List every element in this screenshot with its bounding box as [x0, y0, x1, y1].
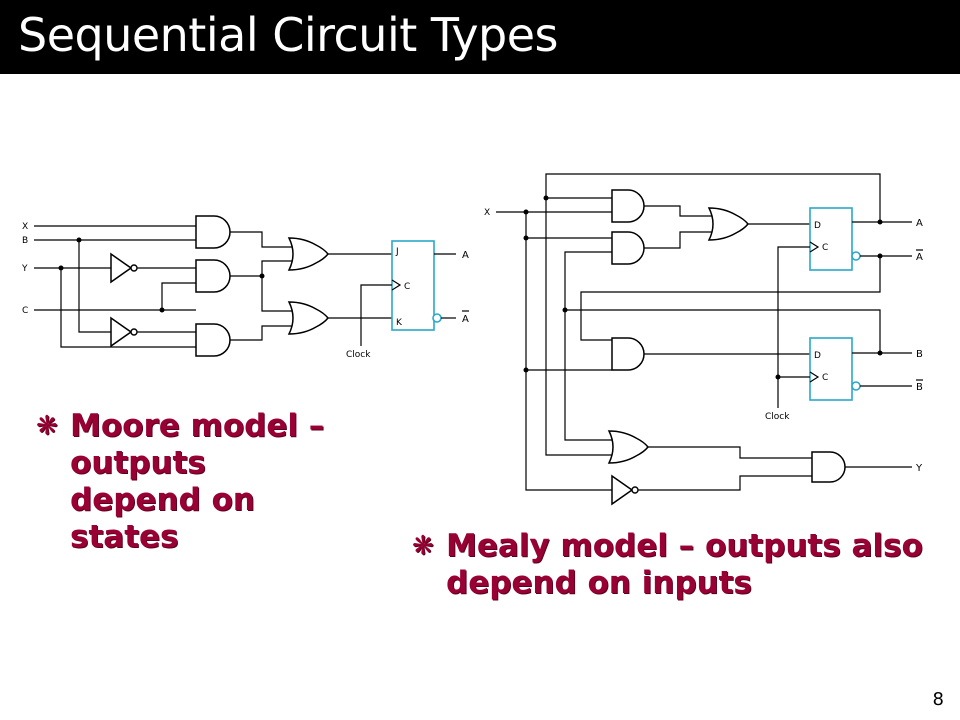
- mealy-wire-x-to-inv: [525, 370, 612, 491]
- moore-input-y: Y: [21, 264, 28, 274]
- mealy-bullet: ❋ Mealy model – outputs also depend on i…: [412, 528, 932, 602]
- mealy-junction: [877, 253, 883, 259]
- inverter-bubble: [130, 264, 138, 272]
- mealy-output-bbar: B: [916, 382, 923, 393]
- moore-inverter: [110, 316, 133, 348]
- d-flip-flop-a: [809, 207, 853, 271]
- page-number: 8: [932, 689, 944, 710]
- moore-wire-c-branch: [161, 282, 196, 310]
- moore-input-b: B: [22, 236, 28, 246]
- ff-pin-j: J: [395, 247, 399, 257]
- title-bar: Sequential Circuit Types: [0, 0, 960, 74]
- mealy-wire: [644, 231, 712, 249]
- mealy-wire-x-branch: [525, 212, 612, 371]
- moore-junction: [159, 307, 165, 313]
- mealy-and-gate: [611, 337, 645, 371]
- mealy-wire: [644, 205, 712, 217]
- mealy-circuit: D C D C Clock X A A B B Y: [484, 173, 923, 506]
- mealy-input-x: X: [484, 208, 490, 218]
- moore-and-gate: [195, 323, 231, 357]
- mealy-wire: [648, 446, 812, 459]
- moore-bullet-text: Moore model – outputs depend on states: [70, 408, 325, 555]
- clock-triangle: [391, 279, 402, 291]
- mealy-bullet-text: Mealy model – outputs also depend on inp…: [446, 528, 923, 601]
- ffa-pin-c: C: [822, 243, 828, 253]
- moore-or-gate: [287, 301, 329, 335]
- moore-wire-y-branch: [60, 268, 196, 348]
- mealy-wire-a-feedback: [545, 173, 881, 456]
- mealy-or-gate: [707, 207, 749, 241]
- mealy-junction: [562, 307, 568, 313]
- mealy-and-gate: [611, 189, 645, 223]
- mealy-wire: [638, 475, 812, 491]
- moore-junction: [58, 265, 64, 271]
- mealy-wire-b-and2: [564, 251, 612, 310]
- moore-and-gate: [195, 259, 231, 293]
- mealy-output-abar: A: [916, 252, 923, 263]
- moore-bullet: ❋ Moore model – outputs depend on states: [36, 408, 346, 556]
- inverter-bubble: [631, 486, 639, 494]
- mealy-and-gate: [611, 231, 645, 265]
- moore-junction: [259, 273, 265, 279]
- moore-and-gate: [195, 215, 231, 249]
- ff-output-bubble: [851, 251, 861, 261]
- clock-triangle: [809, 371, 820, 383]
- inverter-bubble: [130, 328, 138, 336]
- mealy-junction: [775, 374, 781, 380]
- ff-pin-k: K: [396, 318, 403, 328]
- ff-output-bubble: [851, 381, 861, 391]
- bullet-icon: ❋: [36, 411, 58, 441]
- moore-wire: [261, 276, 292, 312]
- mealy-wire-clock: [777, 246, 810, 408]
- ff-pin-c: C: [404, 282, 410, 292]
- ffb-pin-d: D: [814, 351, 821, 361]
- bullet-icon: ❋: [412, 531, 434, 561]
- mealy-output-y: Y: [915, 463, 923, 474]
- ffb-pin-c: C: [822, 373, 828, 383]
- ff-output-bubble: [432, 313, 442, 323]
- mealy-inverter: [611, 474, 634, 506]
- mealy-output-b: B: [916, 349, 923, 360]
- mealy-clock-label: Clock: [765, 412, 790, 422]
- clock-triangle: [809, 241, 820, 253]
- moore-wire: [230, 325, 292, 341]
- moore-junction: [76, 237, 82, 243]
- d-flip-flop-b: [809, 337, 853, 401]
- mealy-and-gate-output: [811, 451, 846, 483]
- moore-input-c: C: [22, 306, 28, 316]
- mealy-junction: [523, 235, 529, 241]
- mealy-junction: [877, 219, 883, 225]
- mealy-junction: [877, 350, 883, 356]
- moore-inverter: [110, 252, 133, 284]
- ffa-pin-d: D: [814, 221, 821, 231]
- mealy-output-a: A: [916, 218, 923, 229]
- moore-output-abar: A: [462, 314, 469, 325]
- moore-wire: [230, 260, 292, 277]
- moore-input-x: X: [22, 222, 28, 232]
- moore-circuit: J C K Clock A A X B Y C: [21, 215, 469, 360]
- mealy-junction: [523, 209, 529, 215]
- mealy-wire-abar-feedback: [580, 256, 881, 341]
- mealy-or-gate: [607, 430, 649, 464]
- moore-wire: [230, 231, 292, 248]
- slide-title: Sequential Circuit Types: [18, 8, 559, 62]
- moore-output-a: A: [462, 250, 469, 261]
- moore-clock-label: Clock: [346, 350, 371, 360]
- moore-or-gate: [287, 237, 329, 271]
- moore-wire-b-branch: [78, 240, 111, 333]
- moore-wire-clock: [360, 284, 392, 346]
- mealy-junction: [543, 195, 549, 201]
